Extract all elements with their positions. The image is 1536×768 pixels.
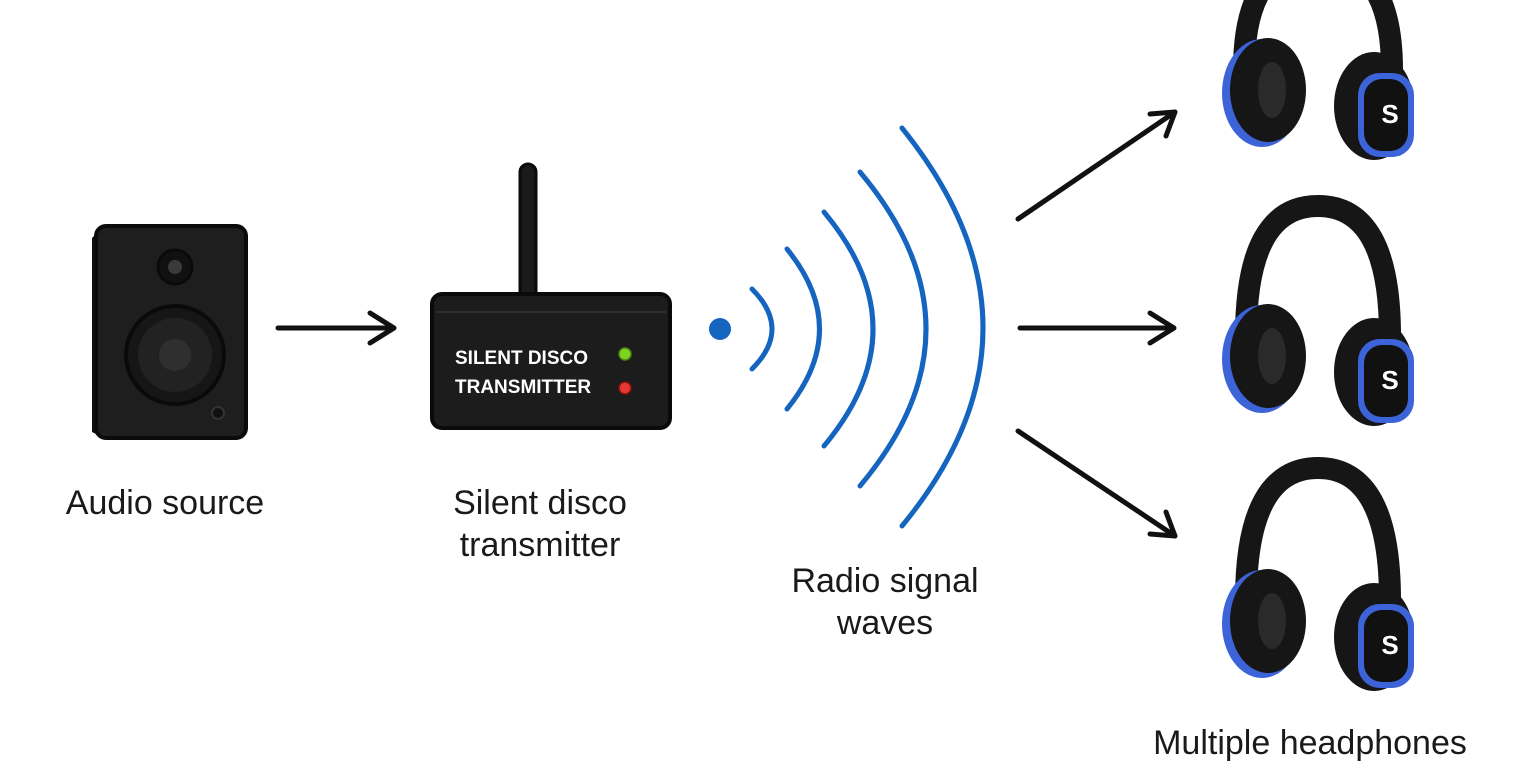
antenna-icon — [518, 162, 538, 308]
arrow-to-transmitter — [275, 310, 397, 346]
label-audio-source: Audio source — [40, 482, 290, 524]
status-led-green — [618, 347, 632, 361]
transmitter-label-line1: Silent disco — [453, 484, 627, 522]
headphones-badge-letter: S — [1381, 365, 1398, 395]
device-label-line2: TRANSMITTER — [455, 377, 591, 398]
label-headphones: Multiple headphones — [1110, 722, 1510, 764]
transmitter-device: SILENT DISCO TRANSMITTER — [430, 162, 672, 430]
headphones-icon-top: S — [1222, 0, 1414, 160]
arrow-down — [1015, 428, 1178, 539]
signal-source-dot — [709, 318, 731, 340]
headphones-icon-middle: S — [1222, 194, 1414, 426]
arrows-to-headphones — [1015, 109, 1178, 539]
headphones-icon-bottom: S — [1222, 456, 1414, 691]
headphones-badge-letter: S — [1381, 99, 1398, 129]
status-led-red — [618, 381, 632, 395]
radio-waves — [709, 125, 986, 529]
radio-label-line2: waves — [836, 604, 934, 642]
headphones-label-text: Multiple headphones — [1153, 724, 1467, 762]
device-label-line1: SILENT DISCO — [455, 348, 588, 369]
arrow-up — [1015, 109, 1178, 222]
headphones-badge-letter: S — [1381, 630, 1398, 660]
radio-label-line1: Radio signal — [791, 562, 979, 600]
label-radio-waves: Radio signal waves — [760, 560, 1010, 644]
audio-source-text: Audio source — [65, 484, 265, 522]
transmitter-label-line2: transmitter — [459, 526, 621, 564]
label-transmitter: Silent disco transmitter — [410, 482, 670, 566]
speaker-icon — [92, 224, 248, 440]
